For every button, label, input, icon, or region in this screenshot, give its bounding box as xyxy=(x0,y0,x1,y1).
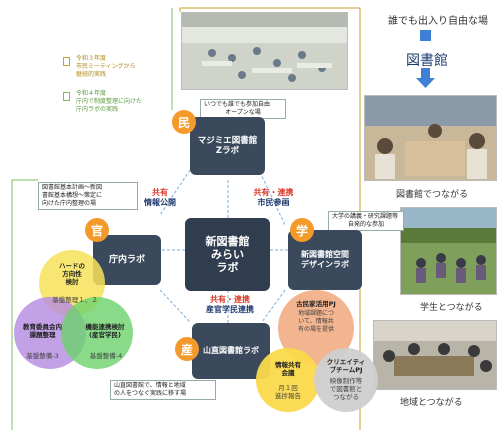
legend-marker-2022 xyxy=(63,92,70,101)
relation-top-right-a: 共有・連携 xyxy=(253,188,294,197)
project-left-title-2: 会議 xyxy=(281,369,295,377)
legend-text-2021: 令和３年度 市民ミーティングから 継続的実践 xyxy=(76,55,136,79)
note-left: 図書館基本計画～新図 書館基本構想～策定に 向けた庁内整理の場 xyxy=(38,182,138,210)
lab-design: 新図書館空間 デザインラボ xyxy=(288,230,362,290)
tag-min: 民 xyxy=(172,110,196,134)
venn-top-line2: 方向性 xyxy=(62,270,82,278)
legend-marker-2021 xyxy=(63,57,70,66)
lab-majimie: マジミエ図書館 Zラボ xyxy=(190,117,265,175)
note-top-line1: いつでも誰でも参加自由 xyxy=(204,101,271,108)
tagline: 誰でも出入り自由な場 xyxy=(388,16,488,27)
lab-center-mirai: 新図書館 みらい ラボ xyxy=(185,218,270,291)
caption-library: 図書館でつながる xyxy=(396,190,469,200)
venn-left-line2: 課題整理 xyxy=(29,331,56,339)
relation-top-right-b: 市民参画 xyxy=(257,198,290,207)
relation-bottom-b: 産官学民連携 xyxy=(206,305,254,314)
relation-left-b: 情報公開 xyxy=(144,198,176,207)
project-right-title-2: ブチームPJ xyxy=(329,366,363,374)
relation-top-right: 共有・連携 市民参画 xyxy=(236,188,311,208)
lab-center-line3: ラボ xyxy=(216,261,239,275)
legend-2022-line3: 庁内ラボの実践 xyxy=(76,106,119,113)
venn-top-title: ハードの 方向性 検討 xyxy=(52,262,92,286)
photo-meeting-room xyxy=(181,12,348,90)
tag-gaku: 学 xyxy=(290,218,314,242)
project-left-title-1: 情報共有 xyxy=(275,361,301,369)
project-circle-right xyxy=(314,348,378,412)
project-right-text-1: 映像制作等 xyxy=(329,377,363,385)
venn-left-line1: 教育委員会内 xyxy=(23,323,62,331)
venn-right-title: 機能連携検討 (産官学民) xyxy=(80,323,130,339)
venn-circle-right xyxy=(61,297,133,369)
legend-2021-line2: 市民ミーティングから xyxy=(76,63,136,70)
caption-community: 地域とつながる xyxy=(400,398,463,408)
photo-community xyxy=(373,320,497,390)
project-left-title: 情報共有 会議 xyxy=(264,361,312,377)
library-title: 図書館 xyxy=(406,53,448,69)
lab-yamanao: 山直図書館ラボ xyxy=(192,323,270,379)
note-right-line2: 自発的な参加 xyxy=(347,221,384,228)
note-top-line2: オープンな場 xyxy=(225,109,261,116)
legend-2022-line2: 庁内で制度整理に向けた xyxy=(76,98,143,105)
venn-top-line3: 検討 xyxy=(65,278,79,286)
lab-majimie-line2: Zラボ xyxy=(215,146,240,156)
note-bottom-line2: の人をつなぐ実践に移す場 xyxy=(114,390,187,397)
project-top-text-1: 地域課題につ xyxy=(297,310,334,317)
note-bottom: 山直図書館で、情報と地域 の人をつなぐ実践に移す場 xyxy=(110,380,216,400)
legend-2021-line3: 継続的実践 xyxy=(76,71,107,78)
lab-design-line2: デザインラボ xyxy=(301,260,349,269)
legend-text-2022: 令和４年度 庁内で制度整理に向けた 庁内ラボの実践 xyxy=(76,90,142,114)
venn-right-line1: 機能連携検討 xyxy=(85,323,125,331)
project-top-text-2: いて、情報共 xyxy=(298,318,334,325)
legend-2021-line1: 令和３年度 xyxy=(76,55,107,62)
lab-center-line1: 新図書館 xyxy=(205,234,250,248)
project-left-text-1: 月１回 xyxy=(278,384,298,392)
venn-left-sub: 基盤整備-3 xyxy=(26,352,59,360)
lab-center-line2: みらい xyxy=(211,247,244,261)
note-bottom-line1: 山直図書館で、情報と地域 xyxy=(114,382,186,389)
note-right-line1: 大学の講義・研究課題等 xyxy=(332,213,399,220)
photo-library-activity xyxy=(364,95,497,181)
project-right-text-2: で図書館と xyxy=(329,385,363,393)
caption-students: 学生とつながる xyxy=(420,303,483,313)
relation-bottom: 共有・連携 産官学民連携 xyxy=(185,295,275,315)
venn-right-line2: (産官学民) xyxy=(89,331,121,339)
project-left-text: 月１回 進捗報告 xyxy=(264,384,312,400)
lab-yamanao-line1: 山直図書館ラボ xyxy=(203,346,259,356)
venn-top-sub: 基盤整理１、２ xyxy=(52,296,98,304)
project-right-text: 映像制作等 で図書館と つながる xyxy=(322,377,370,401)
lab-design-line1: 新図書館空間 xyxy=(301,250,349,260)
photo-students xyxy=(400,207,497,295)
project-circle-top xyxy=(278,290,354,366)
project-right-text-3: つながる xyxy=(333,393,359,401)
project-right-title-1: クリエイティ xyxy=(326,358,366,366)
lab-majimie-line1: マジミエ図書館 xyxy=(197,135,258,146)
project-circle-left xyxy=(256,348,320,412)
note-left-line2: 書館基本構想～策定に xyxy=(42,192,103,199)
lab-chonai-line1: 庁内ラボ xyxy=(108,254,145,265)
project-top-title: 古民家活用PJ xyxy=(296,300,336,308)
relation-bottom-a: 共有・連携 xyxy=(210,295,250,304)
note-left-line3: 向けた庁内整理の場 xyxy=(42,200,97,207)
venn-top-line1: ハードの xyxy=(59,262,85,270)
relation-left-a: 共有 xyxy=(152,188,168,197)
project-top-text-3: 有の場を提供 xyxy=(297,326,334,333)
relation-left: 共有 情報公開 xyxy=(130,188,190,208)
tag-san: 産 xyxy=(175,337,199,361)
project-top-text: 地域課題につ いて、情報共 有の場を提供 xyxy=(290,310,342,334)
note-right: 大学の講義・研究課題等 自発的な参加 xyxy=(328,211,404,231)
project-left-text-2: 進捗報告 xyxy=(275,392,301,400)
legend-2022-line1: 令和４年度 xyxy=(76,90,107,97)
tag-kan: 官 xyxy=(85,218,109,242)
venn-right-sub: 基盤整備-4 xyxy=(89,352,123,360)
note-left-line1: 図書館基本計画～新図 xyxy=(42,184,103,191)
venn-left-title: 教育委員会内 課題整理 xyxy=(15,323,70,339)
project-right-title: クリエイティ ブチームPJ xyxy=(318,358,374,374)
